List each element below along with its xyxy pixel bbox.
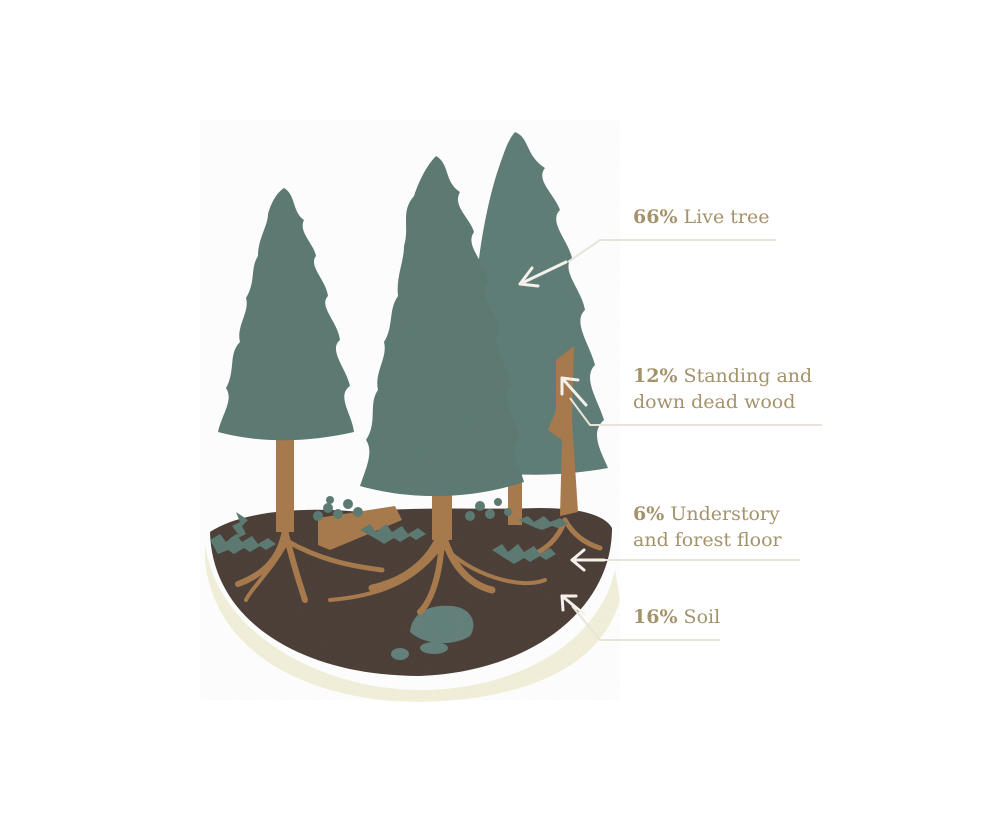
callout-text-line2: and forest floor xyxy=(633,529,782,551)
callout-text: Standing and xyxy=(683,365,813,387)
arrow-live-tree-icon xyxy=(518,260,568,288)
callout-dead-wood: 12% Standing and down dead wood xyxy=(633,363,812,415)
callout-percent: 16% xyxy=(633,606,678,628)
arrow-soil-icon xyxy=(560,594,586,616)
callout-soil: 16% Soil xyxy=(633,604,720,630)
callout-text: Soil xyxy=(683,606,721,628)
callout-text: Live tree xyxy=(683,206,770,228)
callout-percent: 12% xyxy=(633,365,678,387)
callout-arrows xyxy=(518,260,606,616)
texture-overlay xyxy=(200,120,620,700)
callout-text-line2: down dead wood xyxy=(633,391,796,413)
arrow-dead-wood-icon xyxy=(560,376,588,407)
callout-percent: 6% xyxy=(633,503,665,525)
leader-lines xyxy=(567,239,822,641)
arrow-understory-icon xyxy=(570,548,606,572)
callout-understory: 6% Understory and forest floor xyxy=(633,501,782,553)
callout-text: Understory xyxy=(670,503,780,525)
callout-live-tree: 66% Live tree xyxy=(633,204,769,230)
callout-percent: 66% xyxy=(633,206,678,228)
